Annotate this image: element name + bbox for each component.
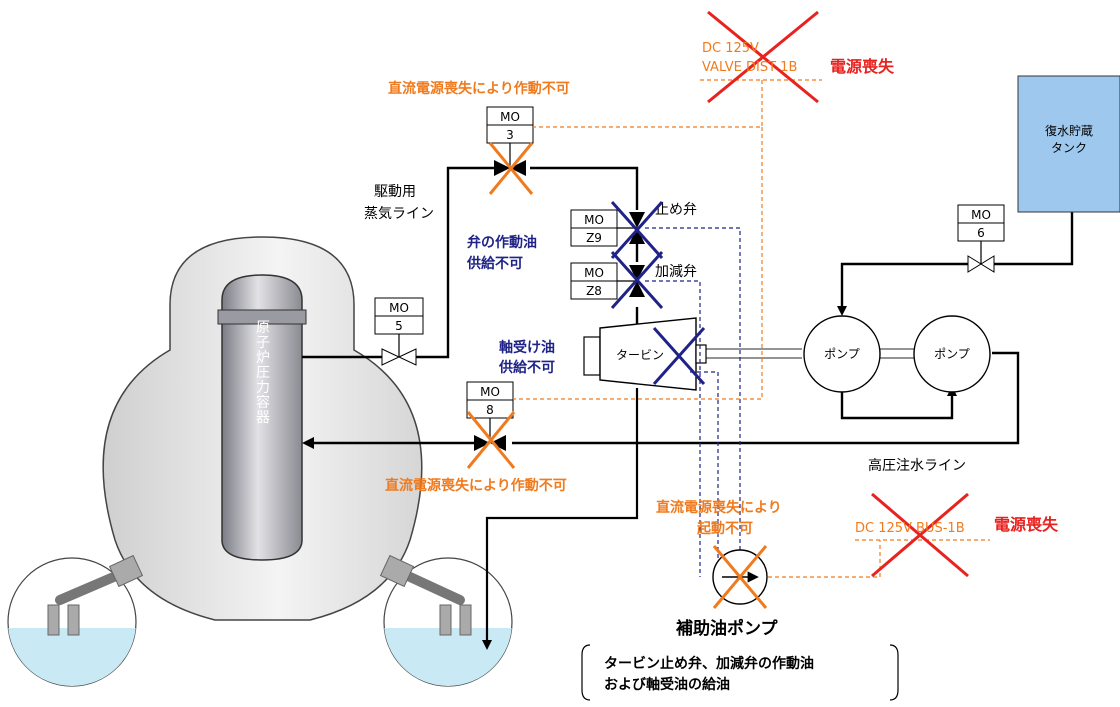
z9-label-b: Z9 xyxy=(586,231,602,245)
aux-note-line2: および軸受油の給油 xyxy=(604,676,730,693)
mo5-label-a: MO xyxy=(389,301,409,315)
injection-arrow xyxy=(302,437,314,449)
injection-line xyxy=(312,351,1020,445)
dc-valve-dist-line1: DC 125V xyxy=(702,41,759,56)
z8-label-b: Z8 xyxy=(586,284,602,298)
turbine xyxy=(583,317,707,391)
mo6-label-a: MO xyxy=(971,208,991,222)
red-cross-dc-bus xyxy=(871,492,969,578)
mo3-valve xyxy=(486,106,534,176)
annot-valve-oil-line2: 供給不可 xyxy=(466,255,523,272)
oil-supply-lines xyxy=(645,227,741,577)
annot-pump-line1: 直流電源喪失により xyxy=(656,499,782,516)
z8-label-a: MO xyxy=(584,266,604,280)
power-cables xyxy=(513,79,990,578)
annot-mo3: 直流電源喪失により作動不可 xyxy=(388,80,570,97)
steam-line-label-1: 駆動用 xyxy=(374,184,416,200)
stop-valve-label: 止め弁 xyxy=(655,202,697,218)
exhaust-line xyxy=(485,388,639,640)
suppression-chamber-left xyxy=(7,554,144,687)
power-loss-top: 電源喪失 xyxy=(830,57,895,76)
tank-label-1: 復水貯蔵 xyxy=(1045,123,1093,138)
pump-2 xyxy=(913,315,991,393)
suction-arrow-down xyxy=(837,306,847,316)
power-loss-bus: 電源喪失 xyxy=(994,515,1059,534)
suction-line xyxy=(840,212,1074,420)
rpv-label: 原子炉圧力容器 xyxy=(254,320,270,425)
mo3-label-b: 3 xyxy=(506,128,514,142)
mo8-label-a: MO xyxy=(480,385,500,399)
annot-bearing-oil-line1: 軸受け油 xyxy=(499,339,555,356)
exhaust-arrow xyxy=(482,640,492,650)
aux-note-line1: タービン止め弁、加減弁の作動油 xyxy=(604,655,814,672)
annot-pump-line2: 起動不可 xyxy=(696,520,753,537)
z9-stop-valve xyxy=(570,209,645,262)
mo6-label-b: 6 xyxy=(977,226,985,240)
pump-1-label: ポンプ xyxy=(824,347,860,361)
mo5-label-b: 5 xyxy=(395,319,403,333)
orange-cross-mo8 xyxy=(466,411,516,469)
mo3-label-a: MO xyxy=(500,110,520,124)
steam-line-label-2: 蒸気ライン xyxy=(364,206,434,222)
annot-mo8: 直流電源喪失により作動不可 xyxy=(385,477,567,494)
tank-label-2: タンク xyxy=(1051,141,1087,155)
orange-cross-mo3 xyxy=(488,142,534,195)
z8-governor-valve xyxy=(570,262,645,300)
pump-1 xyxy=(803,315,881,393)
turbine-label: タービン xyxy=(616,348,664,362)
mo5-valve xyxy=(374,297,424,366)
dc-valve-dist-line2: VALVE DIST 1B xyxy=(702,60,797,75)
shaft xyxy=(706,348,916,359)
orange-cross-aux-pump xyxy=(712,545,768,609)
dc-bus-label: DC 125V BUS-1B xyxy=(855,521,965,536)
red-cross-valve-dist xyxy=(707,10,819,104)
annot-bearing-oil-line2: 供給不可 xyxy=(498,359,555,376)
condensate-storage-tank xyxy=(1017,75,1120,213)
navy-cross-valves xyxy=(610,201,664,309)
navy-cross-turbine xyxy=(652,327,706,385)
governor-valve-label: 加減弁 xyxy=(655,263,697,280)
mo8-label-b: 8 xyxy=(486,403,494,417)
pump-2-label: ポンプ xyxy=(934,347,970,361)
z9-label-a: MO xyxy=(584,213,604,227)
suppression-chamber-right xyxy=(379,554,513,687)
reactor-pressure-vessel xyxy=(217,274,307,561)
mo8-valve xyxy=(466,381,514,451)
mo6-valve xyxy=(957,204,1005,273)
aux-note-bracket xyxy=(581,644,899,701)
aux-pump-label: 補助油ポンプ xyxy=(675,618,778,639)
injection-line-label: 高圧注水ライン xyxy=(868,457,966,474)
annot-valve-oil-line1: 弁の作動油 xyxy=(467,234,537,251)
